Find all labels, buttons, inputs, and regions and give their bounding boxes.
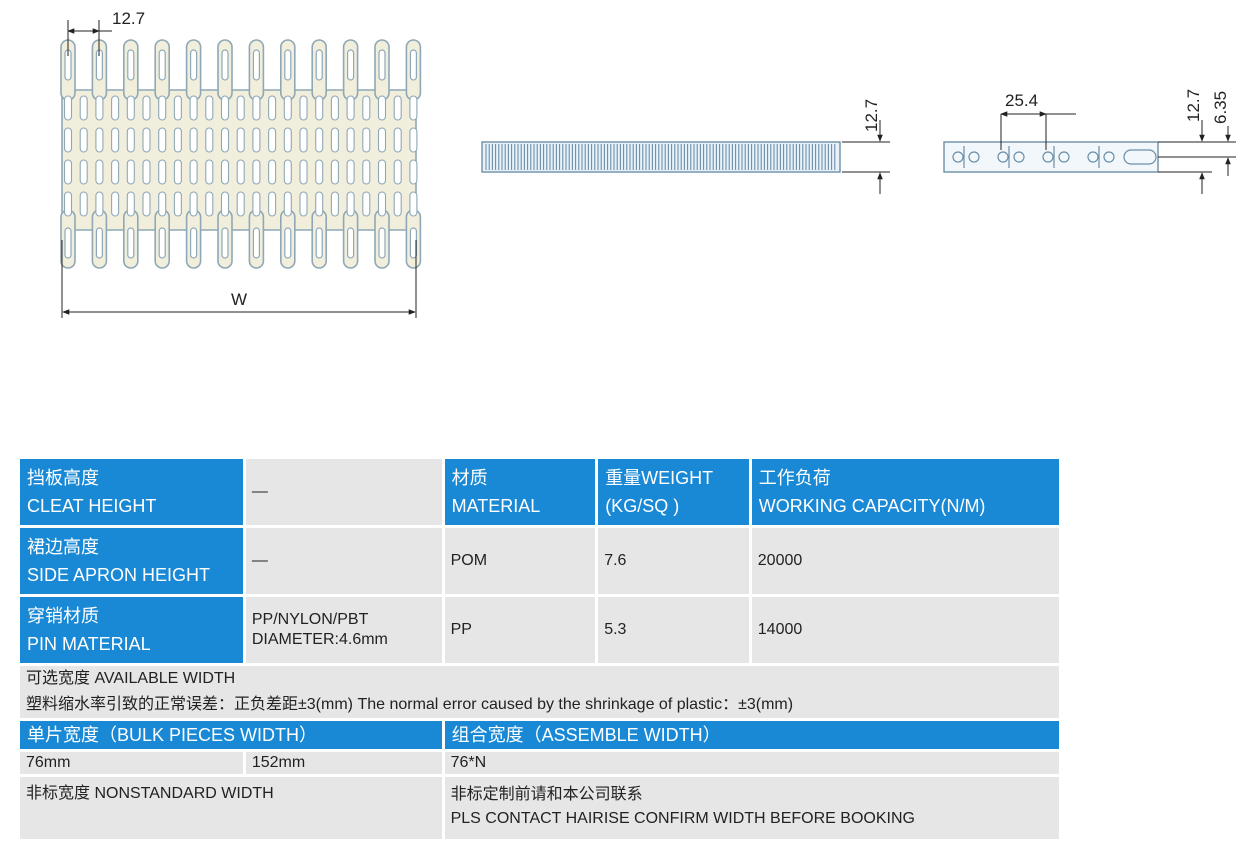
pin-material-value: PP/NYLON/PBT DIAMETER:4.6mm: [245, 597, 442, 663]
spec-table: 挡板高度 CLEAT HEIGHT — 材质 MATERIAL 重量WEIGHT…: [17, 456, 1062, 842]
table-row: 穿销材质 PIN MATERIAL PP/NYLON/PBT DIAMETER:…: [20, 597, 1059, 663]
assemble-width-value: 76*N: [444, 752, 1059, 774]
end-half-label: 6.35: [1211, 91, 1230, 124]
cleat-height-label: 挡板高度 CLEAT HEIGHT: [20, 459, 243, 525]
belt-end-view: [943, 111, 1236, 194]
side-apron-height-label: 裙边高度 SIDE APRON HEIGHT: [20, 528, 243, 594]
capacity-header: 工作负荷 WORKING CAPACITY(N/M): [751, 459, 1059, 525]
available-width-title: 可选宽度 AVAILABLE WIDTH: [26, 670, 236, 687]
nonstandard-width-note: 非标定制前请和本公司联系 PLS CONTACT HAIRISE CONFIRM…: [444, 777, 1059, 839]
table-row: 单片宽度（BULK PIECES WIDTH） 组合宽度（ASSEMBLE WI…: [20, 721, 1059, 749]
material-cell: POM: [444, 528, 596, 594]
side-height-label: 12.7: [862, 99, 881, 132]
technical-drawing: 12.7 W 12.7 25.4 12.7 6.35: [60, 9, 1236, 318]
capacity-cell: 20000: [751, 528, 1059, 594]
belt-slots: [63, 49, 418, 259]
cleat-height-value: —: [245, 459, 442, 525]
material-cell: PP: [444, 597, 596, 663]
bulk-width-header: 单片宽度（BULK PIECES WIDTH）: [20, 721, 442, 749]
end-height-label: 12.7: [1184, 89, 1203, 122]
table-row: 裙边高度 SIDE APRON HEIGHT — POM 7.6 20000: [20, 528, 1059, 594]
table-row: 非标宽度 NONSTANDARD WIDTH 非标定制前请和本公司联系 PLS …: [20, 777, 1059, 839]
weight-cell: 5.3: [598, 597, 749, 663]
pin-material-label: 穿销材质 PIN MATERIAL: [20, 597, 243, 663]
pitch-dimension: [67, 20, 112, 56]
assemble-width-header: 组合宽度（ASSEMBLE WIDTH）: [444, 721, 1059, 749]
table-row: 可选宽度 AVAILABLE WIDTH 塑料缩水率引致的正常误差：正负差距±3…: [20, 666, 1059, 718]
shrinkage-note: 塑料缩水率引致的正常误差：正负差距±3(mm) The normal error…: [26, 696, 794, 713]
capacity-cell: 14000: [751, 597, 1059, 663]
width-label: W: [231, 290, 247, 309]
weight-header: 重量WEIGHT (KG/SQ ): [598, 459, 749, 525]
table-row: 挡板高度 CLEAT HEIGHT — 材质 MATERIAL 重量WEIGHT…: [20, 459, 1059, 525]
nonstandard-width-label: 非标宽度 NONSTANDARD WIDTH: [20, 777, 442, 839]
table-row: 76mm 152mm 76*N: [20, 752, 1059, 774]
belt-side-view: [481, 120, 890, 194]
available-width: 可选宽度 AVAILABLE WIDTH 塑料缩水率引致的正常误差：正负差距±3…: [20, 666, 1059, 718]
belt-top-view: [60, 39, 422, 269]
width-dimension: [61, 240, 417, 318]
side-apron-height-value: —: [245, 528, 442, 594]
bulk-width-value: 152mm: [245, 752, 442, 774]
end-pitch-label: 25.4: [1005, 91, 1038, 110]
weight-cell: 7.6: [598, 528, 749, 594]
bulk-width-value: 76mm: [20, 752, 243, 774]
material-header: 材质 MATERIAL: [444, 459, 596, 525]
pitch-label: 12.7: [112, 9, 145, 28]
